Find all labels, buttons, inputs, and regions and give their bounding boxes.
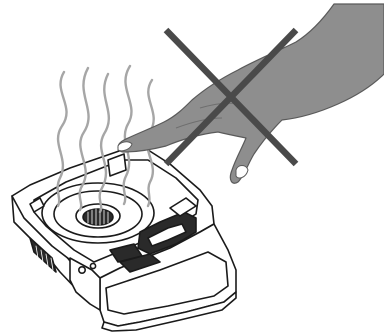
thumbnail [236, 166, 248, 179]
device-base-icon [12, 148, 236, 331]
heater-center [83, 209, 113, 225]
screw-icon [79, 267, 85, 273]
screw-icon [90, 263, 95, 268]
